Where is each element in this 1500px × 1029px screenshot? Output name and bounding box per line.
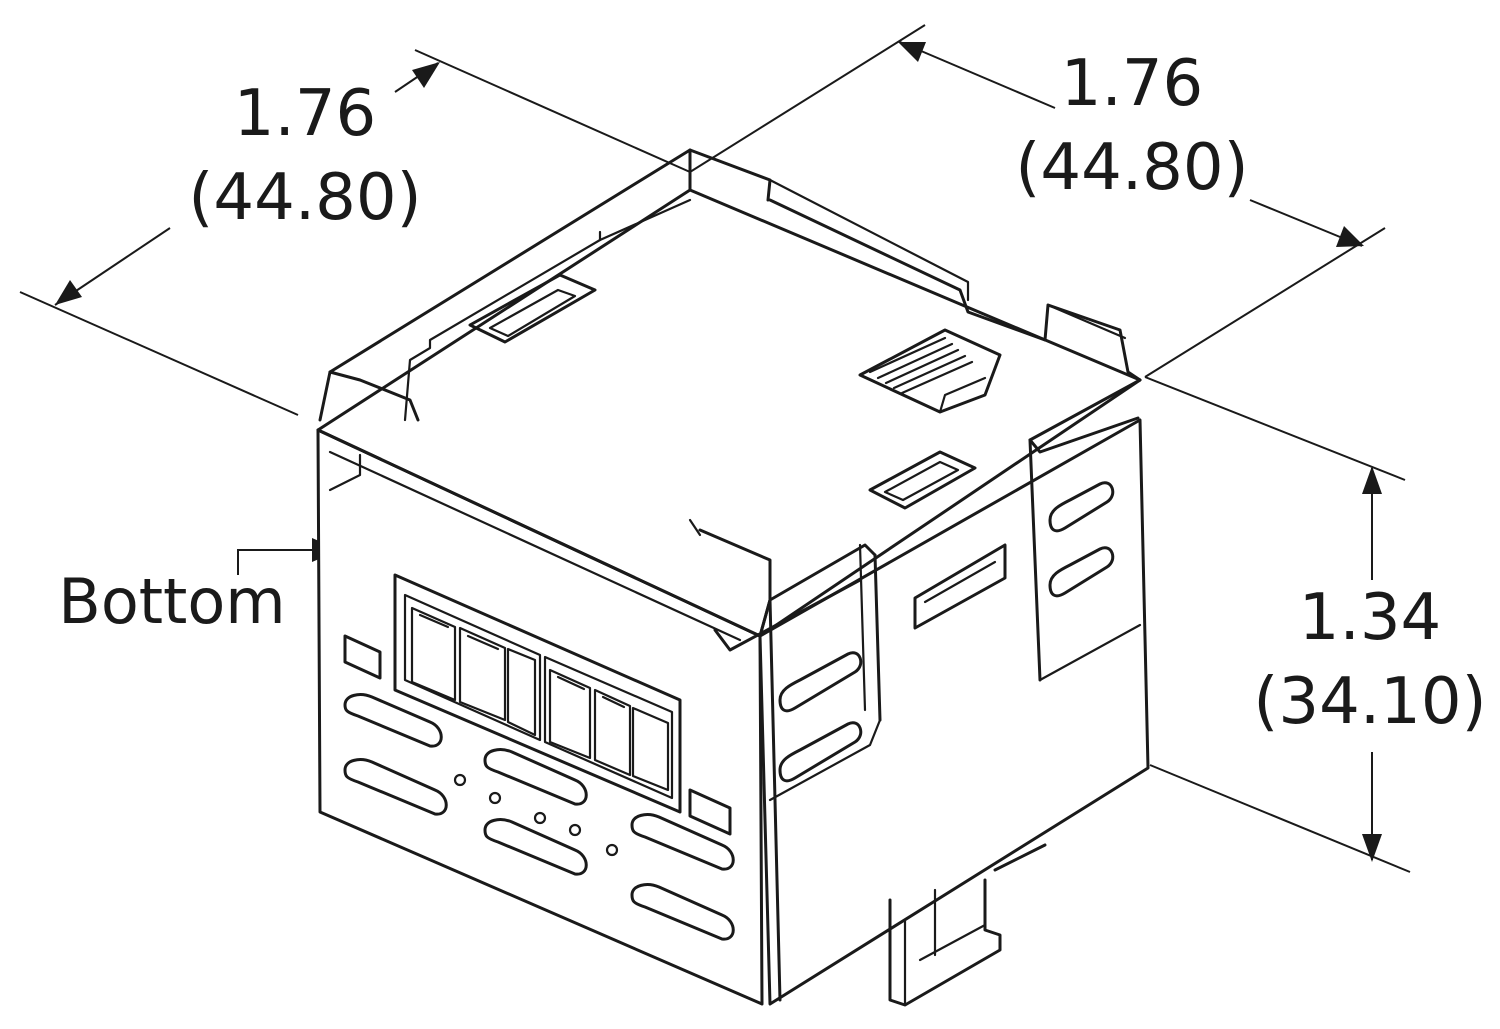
led-window-left [343,634,382,680]
depth-inches: 1.76 [233,77,377,151]
module-body [316,148,1150,1007]
height-arrow-lower [1362,834,1382,862]
top-left-rail [328,148,772,374]
height-millimeters: (34.10) [1253,665,1487,739]
rj-connector-block [393,573,682,814]
depth-extension-line-front [19,291,299,416]
bottom-leader-line [237,549,325,575]
led-window-right [688,788,732,836]
depth-extension-line-back [414,49,691,173]
side-panel [758,418,1150,1006]
depth-dimension-label: 1.76 (44.80) [185,72,425,240]
width-dimension-label: 1.76 (44.80) [1012,42,1252,210]
width-extension-line-back [689,24,926,173]
top-slot-right [868,450,977,510]
width-arrow-lower [1336,226,1364,247]
width-millimeters: (44.80) [1015,131,1249,205]
din-clip [888,843,1047,1007]
side-slot [913,543,1007,630]
width-extension-line-front [1144,227,1386,378]
front-vents [343,693,735,941]
top-slot-left [468,273,597,344]
bottom-callout-label: Bottom [52,560,292,644]
top-connector [858,328,1002,414]
depth-millimeters: (44.80) [188,161,422,235]
top-right-rail [768,198,1142,382]
height-inches: 1.34 [1298,581,1442,655]
dimension-lines [19,24,1411,873]
height-extension-line-bottom [1149,764,1411,873]
width-arrow-upper [898,42,926,62]
width-dimension-line-upper [899,41,1056,109]
depth-arrow-lower [55,280,82,305]
height-extension-line-top [1144,376,1406,481]
side-panel-details [768,438,1142,1002]
rj-port-2 [543,655,674,800]
rj-port-1 [403,593,542,742]
depth-arrow-upper [412,62,440,88]
bottom-text: Bottom [58,565,286,638]
height-dimension-label: 1.34 (34.10) [1250,576,1490,744]
front-left-tab [318,370,420,422]
height-arrow-upper [1362,466,1382,494]
width-inches: 1.76 [1060,47,1204,121]
